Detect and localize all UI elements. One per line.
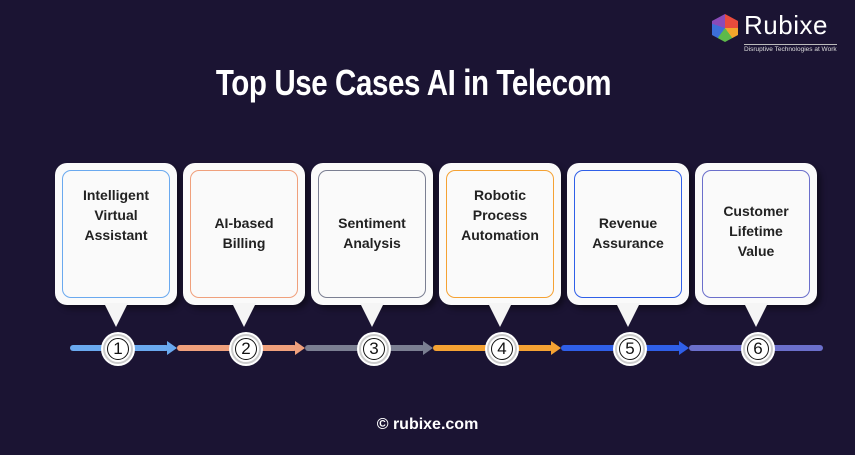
arrow-right-icon	[679, 341, 689, 355]
arrow-right-icon	[167, 341, 177, 355]
use-case-label: Customer Lifetime Value	[702, 170, 810, 298]
step-number: 6	[747, 338, 769, 360]
use-case-card: Robotic Process Automation	[439, 163, 561, 327]
step-number: 1	[107, 338, 129, 360]
logo-tagline: Disruptive Technologies at Work	[744, 44, 837, 53]
use-case-label: Robotic Process Automation	[446, 170, 554, 298]
step-number: 2	[235, 338, 257, 360]
step-number-badge: 5	[615, 334, 645, 364]
use-case-card: Sentiment Analysis	[311, 163, 433, 327]
use-case-card: Customer Lifetime Value	[695, 163, 817, 327]
step-number: 3	[363, 338, 385, 360]
step-number-badge: 1	[103, 334, 133, 364]
step-number: 4	[491, 338, 513, 360]
use-case-card: Revenue Assurance	[567, 163, 689, 327]
cube-logo-icon	[712, 14, 738, 42]
step-number: 5	[619, 338, 641, 360]
use-case-label: Revenue Assurance	[574, 170, 682, 298]
use-case-card: AI-based Billing	[183, 163, 305, 327]
footer-copyright: © rubixe.com	[376, 416, 479, 433]
use-case-card: Intelligent Virtual Assistant	[55, 163, 177, 327]
use-case-label: Sentiment Analysis	[318, 170, 426, 298]
step-number-badge: 6	[743, 334, 773, 364]
page-title: Top Use Cases AI in Telecom	[215, 62, 612, 103]
rubixe-logo: Rubixe Disruptive Technologies at Work	[710, 10, 850, 55]
step-number-badge: 4	[487, 334, 517, 364]
arrow-right-icon	[423, 341, 433, 355]
use-case-label: Intelligent Virtual Assistant	[62, 170, 170, 298]
step-number-badge: 3	[359, 334, 389, 364]
use-case-label: AI-based Billing	[190, 170, 298, 298]
logo-name: Rubixe	[744, 10, 828, 40]
step-number-badge: 2	[231, 334, 261, 364]
arrow-right-icon	[551, 341, 561, 355]
arrow-right-icon	[295, 341, 305, 355]
